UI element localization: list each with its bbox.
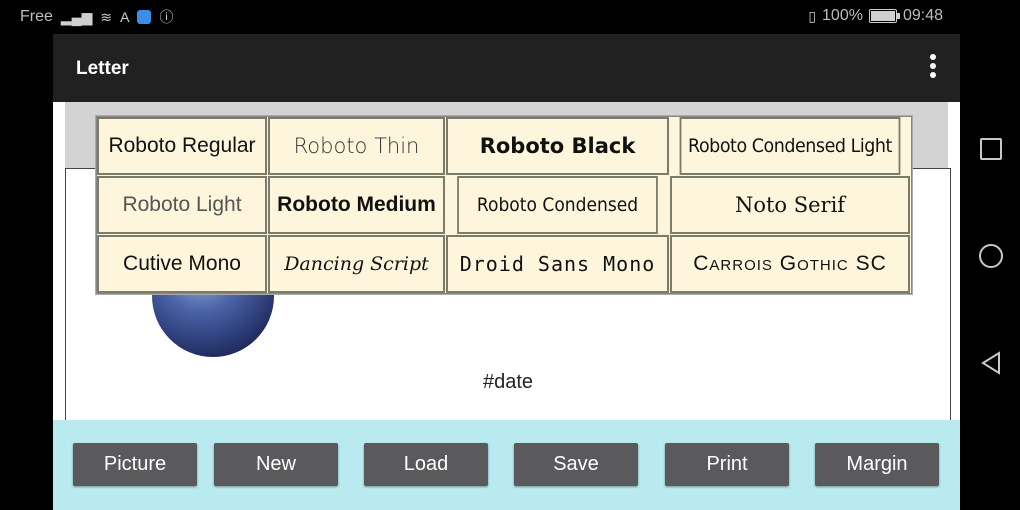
font-picker-popup: Roboto Regular Roboto Thin Roboto Black … xyxy=(95,115,913,295)
font-option-noto-serif[interactable]: Noto Serif xyxy=(670,176,910,234)
system-nav-bar xyxy=(960,34,1020,510)
clock: 09:48 xyxy=(902,7,943,24)
new-button[interactable]: New xyxy=(214,443,338,486)
status-bar: Free ▂▄▆ ≋ A ⓘ ▯ 100% 09:48 xyxy=(0,0,1020,34)
font-option-roboto-thin[interactable]: Roboto Thin xyxy=(268,117,445,175)
font-size-icon: A xyxy=(120,9,130,25)
assistant-icon xyxy=(137,10,152,24)
font-option-roboto-regular[interactable]: Roboto Regular xyxy=(97,117,267,175)
margin-button[interactable]: Margin xyxy=(815,443,939,486)
home-icon[interactable] xyxy=(979,244,1003,268)
font-option-cutive-mono[interactable]: Cutive Mono xyxy=(97,235,267,293)
app-title: Letter xyxy=(76,58,129,79)
font-option-carrois-gothic-sc[interactable]: Carrois Gothic SC xyxy=(670,235,910,293)
font-option-roboto-medium[interactable]: Roboto Medium xyxy=(268,176,445,234)
vibrate-icon: ▯ xyxy=(808,7,817,24)
font-option-dancing-script[interactable]: Dancing Script xyxy=(268,235,445,293)
font-option-roboto-light[interactable]: Roboto Light xyxy=(97,176,267,234)
signal-icon: ▂▄▆ xyxy=(60,8,93,25)
app-bar: Letter xyxy=(53,34,960,102)
print-button[interactable]: Print xyxy=(665,443,789,486)
battery-icon xyxy=(868,9,900,23)
alert-icon: ⓘ xyxy=(159,9,174,25)
save-button[interactable]: Save xyxy=(514,443,638,486)
back-icon[interactable] xyxy=(980,351,1002,375)
recents-icon[interactable] xyxy=(980,138,1002,160)
font-option-roboto-condensed-light[interactable]: Roboto Condensed Light xyxy=(679,117,901,175)
button-bar: Picture New Load Save Print Margin xyxy=(53,420,960,510)
more-vertical-icon[interactable] xyxy=(928,54,938,82)
font-option-roboto-black[interactable]: Roboto Black xyxy=(446,117,669,175)
picture-button[interactable]: Picture xyxy=(73,443,197,486)
font-option-droid-sans-mono[interactable]: Droid Sans Mono xyxy=(446,235,669,293)
battery-percent: 100% xyxy=(822,7,863,24)
app-window: Letter #date Roboto Regular Roboto Thin … xyxy=(53,34,960,510)
font-option-roboto-condensed[interactable]: Roboto Condensed xyxy=(457,176,658,234)
carrier-label: Free xyxy=(20,8,53,25)
load-button[interactable]: Load xyxy=(364,443,488,486)
wifi-icon: ≋ xyxy=(100,8,113,25)
date-field[interactable]: #date xyxy=(482,371,534,393)
